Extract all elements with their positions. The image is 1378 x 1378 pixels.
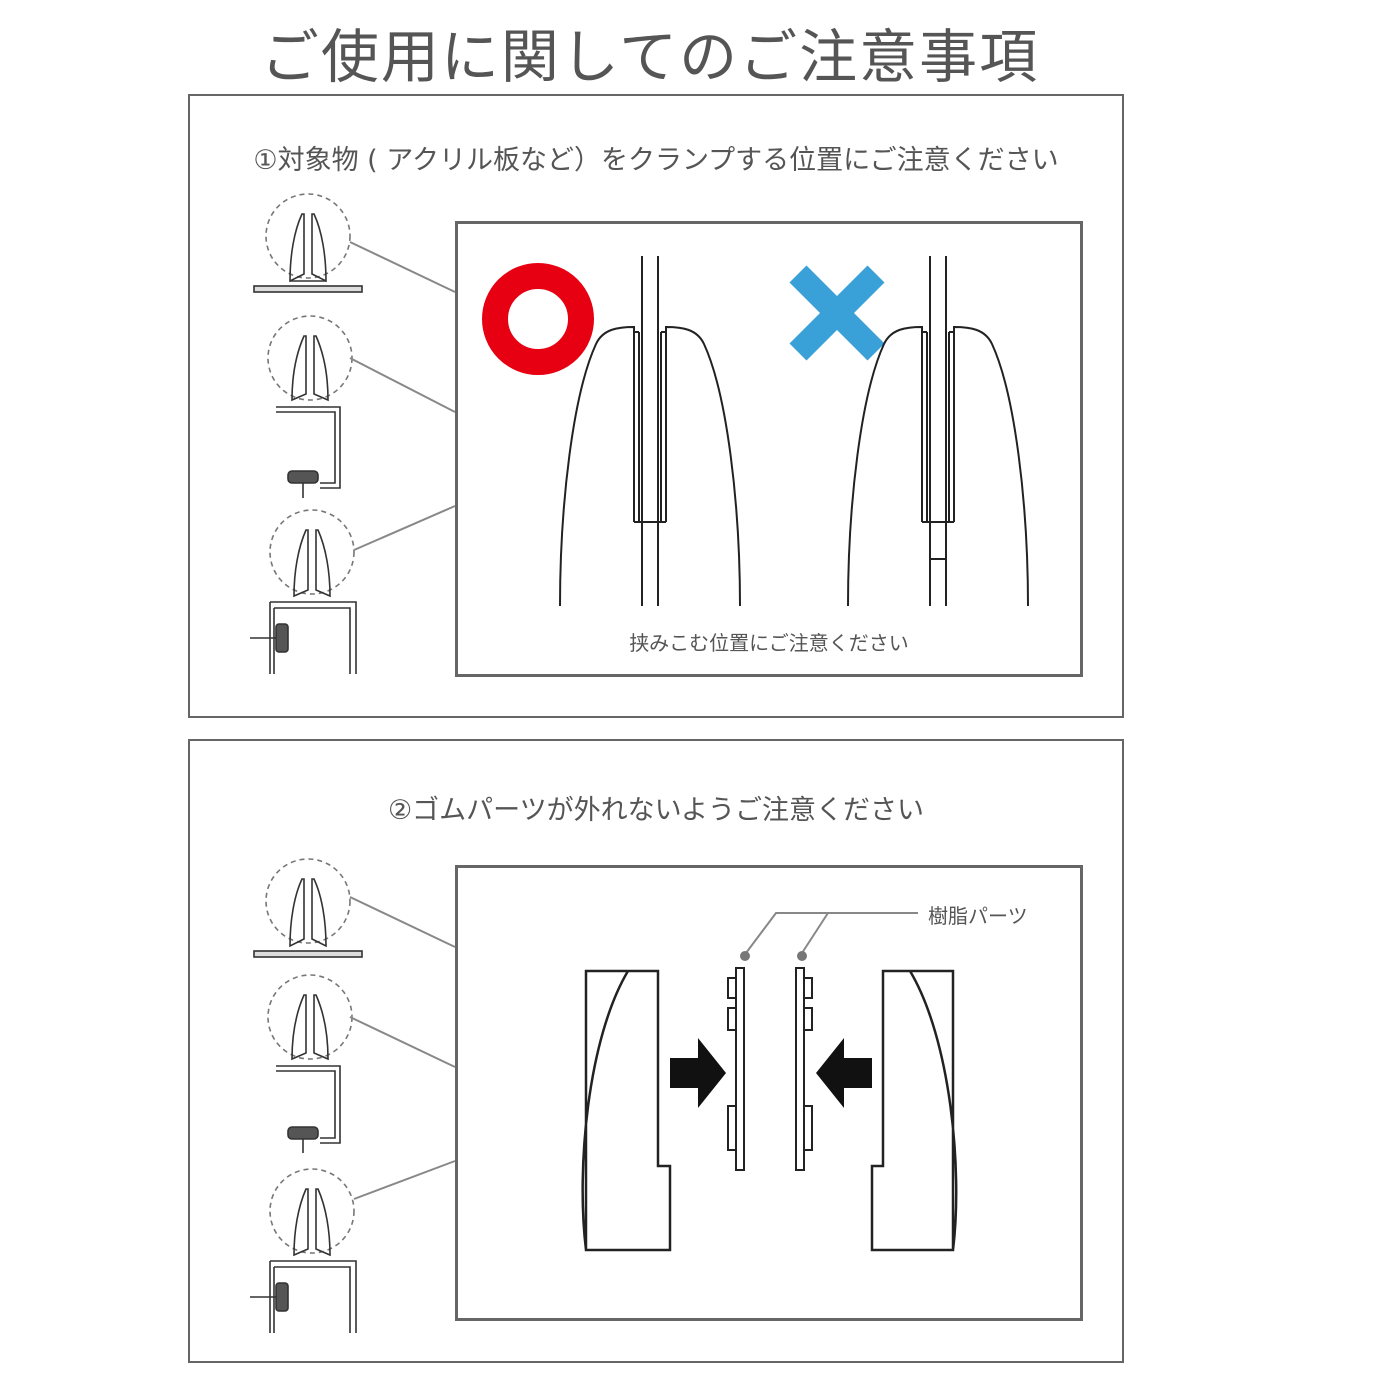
clamp-comparison-illustration [482, 256, 1029, 607]
flat-base-clamp-icon [253, 193, 363, 293]
right-jaw [870, 969, 958, 1252]
leader-dot [797, 951, 807, 961]
left-jaw [581, 969, 672, 1252]
arrow-left-icon [816, 1038, 872, 1108]
section-2-heading: ②ゴムパーツが外れないようご注意ください [387, 795, 925, 826]
clamp-position-diagram: 挟みこむ位置にご注意ください [455, 221, 1083, 677]
arrow-right-icon [670, 1038, 726, 1108]
desk-clamp-side-screw-icon [250, 509, 357, 674]
bad-cross-icon [789, 265, 885, 361]
leader-dot [740, 951, 750, 961]
rubber-parts-illustration [581, 912, 958, 1252]
wrong-clamp-drawing [847, 256, 1029, 607]
desk-clamp-vertical-screw-icon [267, 974, 353, 1153]
section-clamp-position: ①対象物 ( アクリル板など）をクランプする位置にご注意ください [188, 94, 1124, 718]
clamp-thumbnails-1 [250, 193, 456, 674]
rubber-parts-diagram: 樹脂パーツ [455, 865, 1083, 1321]
flat-base-clamp-icon [253, 858, 363, 958]
page-title: ご使用に関してのご注意事項 [260, 23, 1040, 91]
correct-clamp-drawing [559, 256, 741, 607]
resin-parts-label: 樹脂パーツ [928, 904, 1028, 928]
desk-clamp-side-screw-icon [250, 1168, 357, 1333]
section-rubber-parts: ②ゴムパーツが外れないようご注意ください [188, 739, 1124, 1363]
good-circle-icon [482, 263, 594, 375]
resin-parts-leader [745, 912, 918, 954]
right-resin-part [795, 967, 813, 1171]
clamp-thumbnails-2 [250, 858, 456, 1333]
clamp-position-caption: 挟みこむ位置にご注意ください [629, 631, 909, 655]
left-resin-part [727, 967, 745, 1171]
section-1-heading: ①対象物 ( アクリル板など）をクランプする位置にご注意ください [253, 145, 1059, 176]
desk-clamp-vertical-screw-icon [267, 315, 353, 498]
